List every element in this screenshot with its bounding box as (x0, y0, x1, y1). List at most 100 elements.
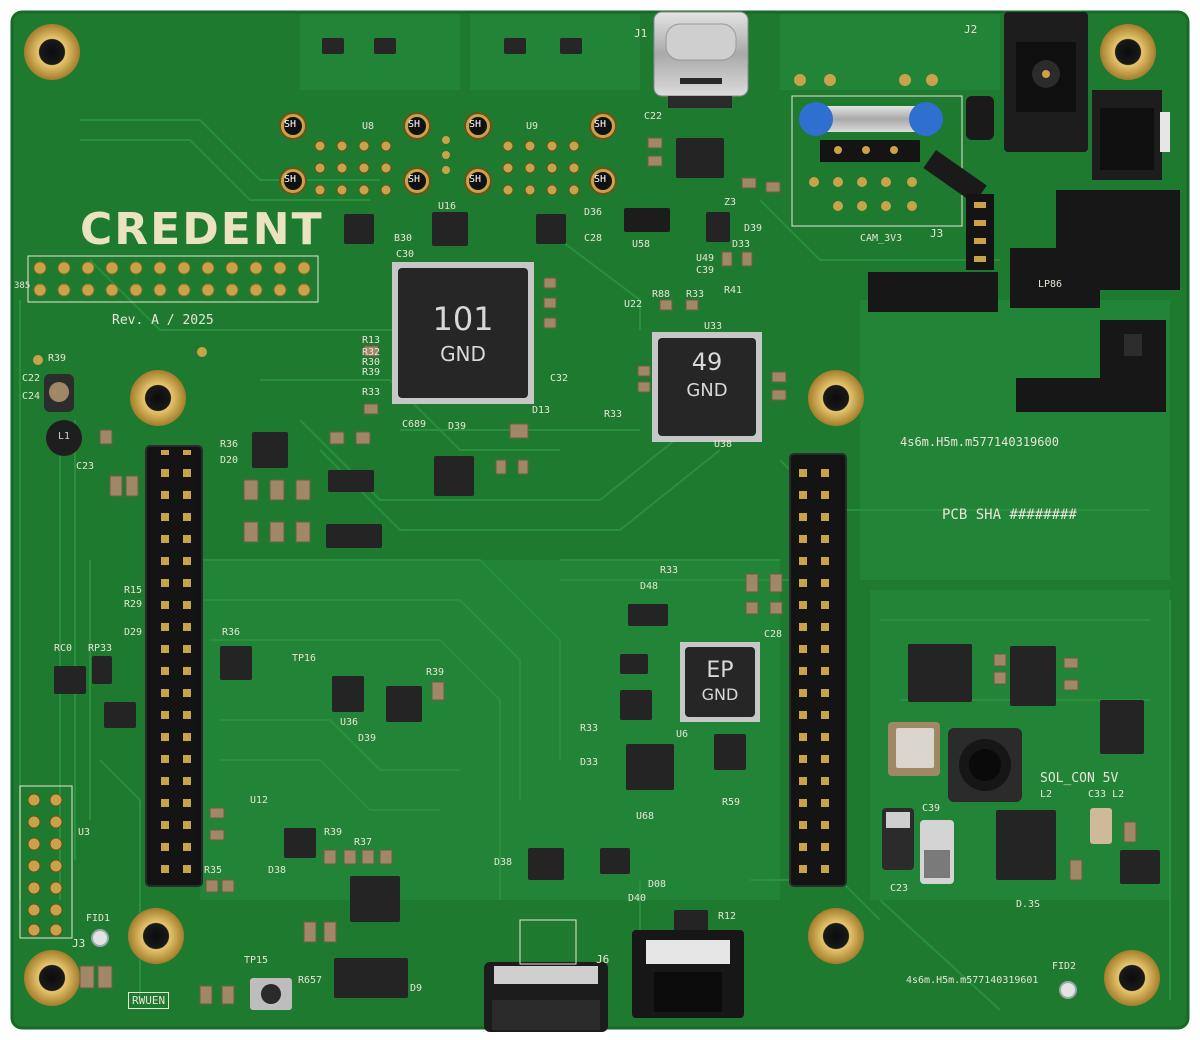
right-switch (1092, 90, 1170, 180)
refdes: R41 (724, 285, 743, 296)
refdes: D40 (628, 893, 647, 904)
right-connector-block (868, 190, 1180, 412)
refdes: C689 (402, 419, 427, 430)
bridge-ic-label: EP GND (685, 658, 755, 704)
main-ic-101 (392, 262, 534, 404)
sh-label: SH (594, 119, 607, 130)
mounting-holes (24, 24, 1160, 1006)
refdes: U9 (526, 121, 539, 132)
fpc-connector-j6 (484, 919, 608, 1032)
refdes: R33 (362, 387, 381, 398)
refdes: R12 (718, 911, 737, 922)
refdes: R15 (124, 585, 143, 596)
u9-pad-array (502, 140, 580, 196)
bottom-connector (632, 930, 744, 1018)
small-ics (54, 138, 1160, 998)
refdes: D29 (124, 627, 143, 638)
sh-label: SH (408, 174, 421, 185)
right-gpio-header[interactable] (790, 454, 846, 886)
refdes: U8 (362, 121, 375, 132)
small-vias (33, 74, 938, 365)
refdes: D38 (494, 857, 513, 868)
pmic-ic-label: 49 GND (658, 348, 756, 401)
main-ic-gnd: GND (440, 342, 486, 366)
refdes: FID2 (1052, 961, 1077, 972)
refdes: R39 (362, 367, 381, 378)
refdes: Z3 (724, 197, 737, 208)
refdes: TP16 (292, 653, 317, 664)
refdes: FID1 (86, 913, 111, 924)
fiducial-1 (91, 929, 109, 947)
j3-header (19, 785, 73, 939)
push-button (250, 978, 292, 1010)
refdes: D9 (410, 983, 423, 994)
right-main-header (789, 453, 847, 887)
header-pads-top (33, 261, 311, 297)
refdes: R37 (354, 837, 373, 848)
refdes: L1 (58, 431, 71, 442)
refdes: D13 (532, 405, 551, 416)
refdes: R39 (426, 667, 445, 678)
refdes: R39 (48, 353, 67, 364)
left-gpio-header[interactable] (146, 446, 202, 886)
refdes: J3 (72, 937, 86, 950)
refdes: U49 (696, 253, 715, 264)
sh-label: SH (594, 174, 607, 185)
pmic-ic-number: 49 (691, 348, 723, 376)
main-ic-number: 101 (432, 300, 494, 338)
refdes: 385 (14, 281, 31, 291)
crystal-oscillator (888, 722, 940, 776)
refdes: R657 (298, 975, 323, 986)
refdes: R39 (324, 827, 343, 838)
refdes: C39 (922, 803, 941, 814)
fpc-port[interactable] (484, 962, 608, 1032)
refdes: C39 (696, 265, 715, 276)
pmic-ic-49 (652, 332, 762, 442)
refdes: D20 (220, 455, 239, 466)
shield-pad-holes (284, 117, 612, 190)
refdes: U36 (340, 717, 359, 728)
refdes: C28 (764, 629, 783, 640)
refdes: L2 (1040, 789, 1053, 800)
refdes: C23 (76, 461, 95, 472)
refdes: C32 (550, 373, 569, 384)
dc-power-jack[interactable] (1004, 12, 1088, 152)
inductor-l1 (44, 374, 82, 456)
refdes: U16 (438, 201, 457, 212)
refdes: C22 (22, 373, 41, 384)
refdes: D08 (648, 879, 667, 890)
crystal-assembly (791, 95, 987, 227)
sh-label: SH (469, 119, 482, 130)
refdes: R33 (580, 723, 599, 734)
refdes: R30 (362, 357, 381, 368)
refdes: C23 (890, 883, 909, 894)
refdes: R33 (686, 289, 705, 300)
refdes: B30 (394, 233, 413, 244)
refdes: C33 L2 (1088, 789, 1125, 800)
refdes: U58 (632, 239, 651, 250)
bulk-caps (882, 808, 1112, 884)
usb-c-connector (653, 11, 749, 108)
refdes: U68 (636, 811, 655, 822)
usb-c-port[interactable] (654, 12, 748, 108)
reset-button[interactable] (250, 978, 292, 1010)
refdes: C24 (22, 391, 41, 402)
refdes: D39 (744, 223, 763, 234)
refdes: U6 (676, 729, 689, 740)
refdes: R36 (222, 627, 241, 638)
refdes: R59 (722, 797, 741, 808)
refdes: RP33 (88, 643, 113, 654)
brand-logo-text: CREDENT (80, 204, 324, 255)
sh-label: SH (469, 174, 482, 185)
header-row-top (27, 255, 319, 303)
main-ic-label: 101 GND (398, 300, 528, 366)
refdes: R36 (220, 439, 239, 450)
sh-label: SH (284, 174, 297, 185)
refdes: R32 (362, 347, 381, 358)
dc-jack (966, 12, 1088, 152)
fiducial-2 (1059, 981, 1077, 999)
refdes: U38 (714, 439, 733, 450)
refdes: J3 (930, 227, 944, 240)
sh-label: SH (284, 119, 297, 130)
